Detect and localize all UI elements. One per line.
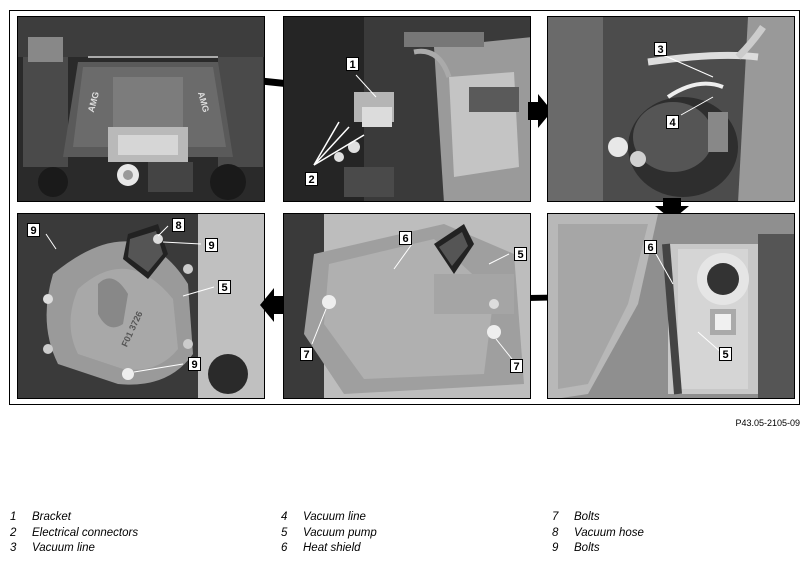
- callout-5: 5: [218, 280, 231, 294]
- panel-heat-shield-bolts: 6 5 7 7: [283, 213, 531, 399]
- callout-5: 5: [514, 247, 527, 261]
- callout-6: 6: [644, 240, 657, 254]
- callout-5: 5: [719, 347, 732, 361]
- callout-7-right: 7: [510, 359, 523, 373]
- callout-9-top-right: 9: [205, 238, 218, 252]
- arrow-left: [260, 288, 284, 322]
- arrow-right: [528, 94, 552, 128]
- callout-6: 6: [399, 231, 412, 245]
- callout-9-bottom: 9: [188, 357, 201, 371]
- panel-vacuum-pump-installed: 6 5: [547, 213, 795, 399]
- figure-reference: P43.05-2105-09: [735, 418, 800, 428]
- callout-7-left: 7: [300, 347, 313, 361]
- panel-engine-overview: AMG AMG: [17, 16, 265, 202]
- panel-vacuum-lines: 3 4: [547, 16, 795, 202]
- arrow-down: [655, 198, 689, 220]
- callout-8: 8: [172, 218, 185, 232]
- callout-2: 2: [305, 172, 318, 186]
- panel-bracket-connectors: 1 2: [283, 16, 531, 202]
- callout-1: 1: [346, 57, 359, 71]
- callout-9-top-left: 9: [27, 223, 40, 237]
- callout-4: 4: [666, 115, 679, 129]
- callout-3: 3: [654, 42, 667, 56]
- panel-vacuum-pump-removed: F01 3726 9 8 9 5 9: [17, 213, 265, 399]
